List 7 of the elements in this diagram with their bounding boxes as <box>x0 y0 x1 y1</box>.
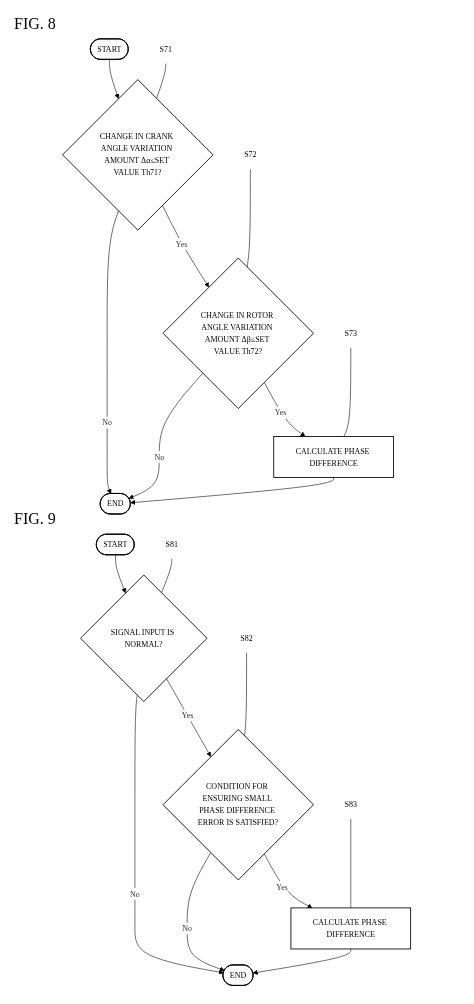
connector <box>156 63 167 99</box>
figure-label: FIG. 9 <box>14 510 56 529</box>
connector <box>244 652 248 737</box>
connector <box>350 818 352 909</box>
figure-label: FIG. 8 <box>14 14 56 33</box>
connector <box>161 558 173 594</box>
connector <box>343 347 352 437</box>
